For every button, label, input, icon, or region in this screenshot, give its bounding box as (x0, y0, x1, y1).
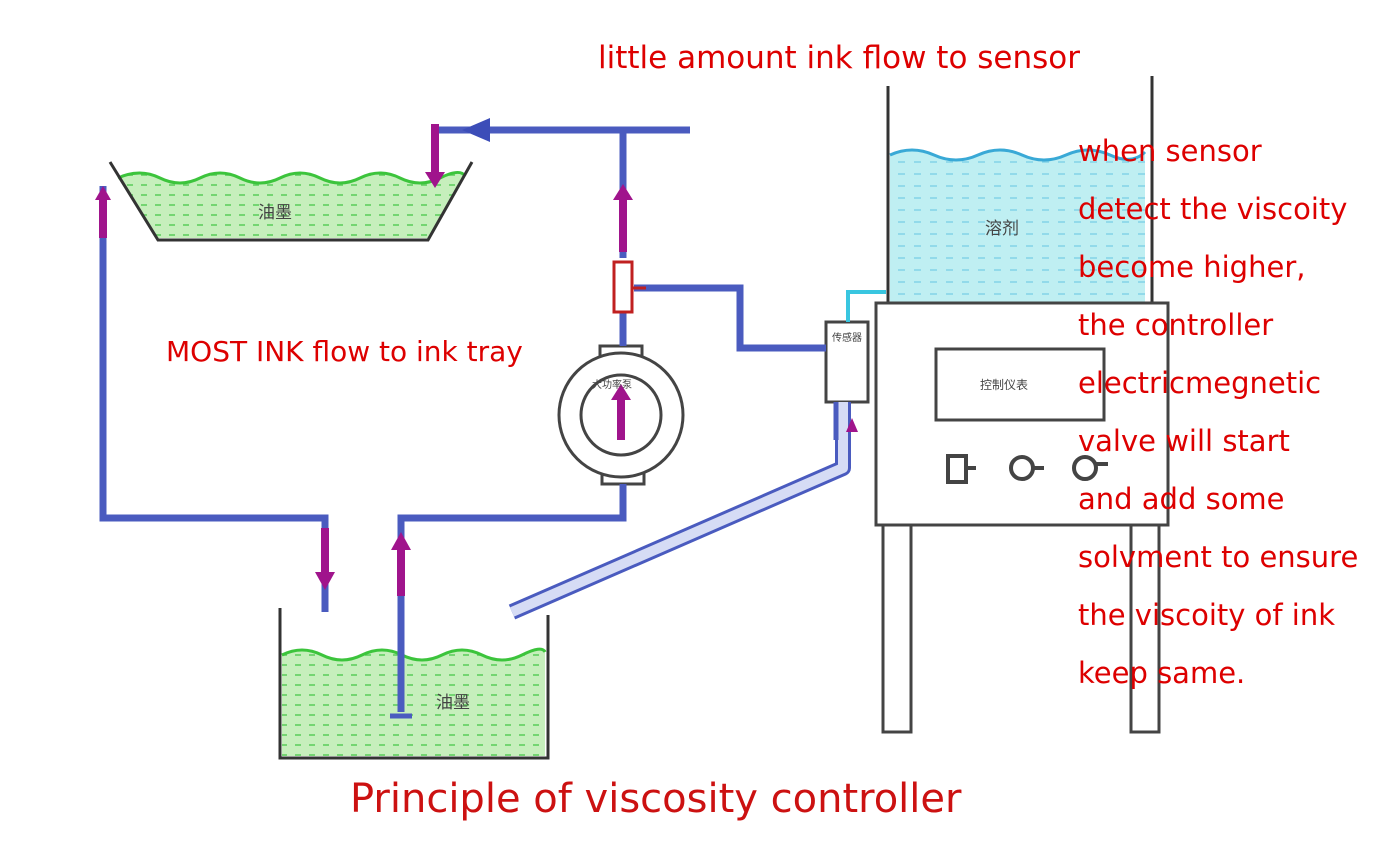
flow-arrow-head (391, 532, 411, 550)
lower-ink-tank (278, 608, 550, 760)
display-caption: 控制仪表 (980, 378, 1029, 392)
upper-tray-wave (117, 171, 467, 185)
explanation-line: when sensor (1078, 134, 1262, 168)
solvent-liquid (890, 150, 1145, 302)
solvent-feed-pipe (846, 290, 886, 322)
solvent-tank (886, 76, 1154, 304)
flow-arrow (99, 196, 107, 238)
explanation-line: electricmegnetic (1078, 366, 1322, 400)
solvent-tank-caption: 溶剂 (985, 219, 1019, 239)
left-return-pipe (99, 186, 329, 612)
flow-arrow (321, 528, 329, 574)
lower-tank-ink (282, 649, 545, 756)
knob-icon (1072, 455, 1098, 481)
controller-unit (874, 301, 1170, 734)
suction-pipe (397, 484, 627, 712)
controller-box (874, 301, 1170, 527)
explanation-line: the viscoity of ink (1078, 598, 1336, 632)
upper-tray-caption: 油墨 (258, 203, 292, 223)
sensor-branch-pipe (634, 284, 826, 352)
flow-arrows (95, 118, 858, 596)
sensor-caption: 传感器 (832, 333, 862, 344)
flow-arrow-head (315, 572, 335, 590)
explanation-line: become higher, (1078, 250, 1306, 284)
lower-tank-caption: 油墨 (436, 693, 470, 713)
upper-tray-outline (108, 161, 474, 242)
sensor-box (824, 320, 870, 404)
sensor-flow-label: little amount ink flow to sensor (598, 40, 1081, 76)
flow-arrow-head (95, 186, 111, 200)
controller-display (934, 347, 1106, 422)
explanation-line: and add some (1078, 482, 1285, 516)
flow-arrow (619, 196, 627, 252)
controller-explanation: when sensor detect the viscoity become hig… (1078, 122, 1358, 702)
explanation-line: solvment to ensure (1078, 540, 1359, 574)
sensor-drain-pipe (508, 402, 851, 620)
lower-tank-outline (278, 608, 550, 760)
pump-caption: 大功率泵 (592, 380, 632, 391)
flow-arrow-head (846, 418, 858, 432)
diagram-title: Principle of viscosity controller (350, 776, 962, 822)
explanation-line: detect the viscoity (1078, 192, 1348, 226)
solvent-wave (889, 148, 1147, 162)
explanation-line: keep same. (1078, 656, 1246, 690)
bypass-valve (612, 260, 634, 314)
flow-arrow-head (611, 384, 631, 400)
upper-tray-ink (118, 172, 465, 238)
explanation-line: the controller (1078, 308, 1274, 342)
leg-left (881, 522, 913, 734)
flow-arrow-head (462, 118, 490, 142)
flow-arrow-head (425, 172, 445, 188)
flow-arrow-head (613, 184, 633, 200)
controller-buttons (946, 454, 1108, 484)
explanation-line: valve will start (1078, 424, 1290, 458)
flow-arrow (397, 548, 405, 596)
flow-arrow (431, 124, 439, 174)
lower-tank-wave (281, 647, 547, 662)
upper-ink-tray (108, 161, 474, 242)
ink-tray-flow-label: MOST INK flow to ink tray (166, 335, 523, 368)
flow-arrow (617, 396, 625, 440)
